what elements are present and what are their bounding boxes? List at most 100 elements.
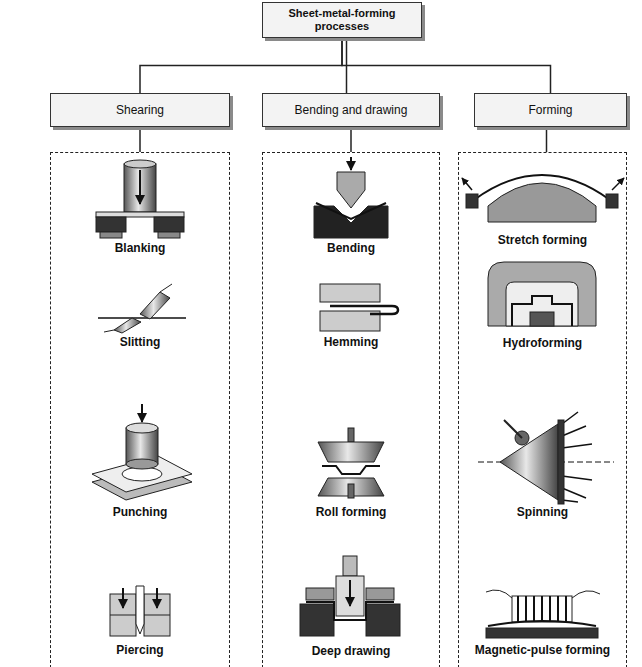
magnetic-pulse-illustration [486, 590, 600, 638]
hydroforming-illustration-part [512, 296, 572, 326]
category-box: Shearing [50, 93, 230, 127]
bending-illustration-part [314, 206, 388, 238]
roll-forming-illustration-part [322, 466, 380, 474]
punching-illustration [92, 404, 192, 500]
hydroforming-illustration-part [506, 282, 578, 326]
deep-drawing-illustration-part [366, 588, 394, 600]
slitting-illustration-part [104, 330, 114, 332]
piercing-illustration-part [156, 588, 158, 608]
magnetic-pulse-illustration-part [518, 596, 566, 622]
category-label: Sheet-metal-forming processes [269, 7, 415, 33]
process-label: Hemming [263, 335, 439, 349]
punching-illustration-part [126, 423, 158, 433]
stretch-forming-illustration-part [462, 178, 472, 190]
slitting-illustration-part [98, 317, 186, 319]
hemming-illustration-part [330, 306, 398, 314]
blanking-illustration-part [124, 164, 156, 212]
roll-forming-illustration-part [318, 442, 384, 462]
stretch-forming-illustration-part [606, 194, 618, 208]
magnetic-pulse-illustration-part [488, 621, 596, 626]
spinning-illustration-part [562, 412, 592, 502]
hydroforming-illustration-part [488, 262, 596, 326]
process-label: Magnetic-pulse forming [459, 643, 626, 657]
stretch-forming-illustration-part [474, 175, 610, 200]
process-label: Spinning [459, 505, 626, 519]
piercing-illustration [110, 586, 170, 636]
roll-forming-illustration-part [348, 428, 354, 442]
blanking-illustration-part [124, 160, 156, 168]
process-region: BlankingSlittingPunchingPiercing [50, 152, 230, 667]
root-box: Sheet-metal-forming processes [262, 2, 422, 38]
process-label: Punching [51, 505, 229, 519]
bending-illustration-part [350, 157, 352, 170]
tree-connector [139, 127, 141, 152]
roll-forming-illustration [318, 428, 384, 498]
slitting-illustration-part [160, 284, 172, 292]
tree-connector [342, 38, 551, 93]
process-label: Hydroforming [459, 336, 626, 350]
blanking-illustration-part [139, 170, 141, 204]
piercing-illustration-part [144, 615, 170, 616]
stretch-forming-illustration-part [612, 178, 624, 190]
magnetic-pulse-illustration-part [486, 628, 598, 638]
hydroforming-illustration [488, 262, 596, 326]
punching-illustration-part [92, 456, 192, 492]
piercing-illustration-part [122, 588, 124, 608]
slitting-illustration [98, 284, 186, 333]
tree-connector [546, 127, 548, 152]
tree-connector [350, 127, 352, 152]
bending-illustration [314, 157, 388, 238]
stretch-forming-illustration-part [466, 194, 478, 208]
piercing-illustration-part [136, 586, 144, 634]
process-region: Stretch formingHydroformingSpinningMagne… [458, 152, 627, 667]
category-box: Bending and drawing [262, 93, 440, 127]
deep-drawing-illustration-part [336, 576, 364, 616]
magnetic-pulse-illustration-part [572, 591, 600, 598]
bending-illustration-part [337, 172, 365, 208]
blanking-illustration [96, 160, 184, 238]
punching-illustration-part [126, 459, 158, 469]
blanking-illustration-part [100, 232, 122, 238]
tree-connector [140, 38, 342, 93]
process-label: Slitting [51, 335, 229, 349]
category-label: Shearing [116, 103, 164, 117]
stretch-forming-illustration [462, 175, 624, 222]
process-label: Bending [263, 241, 439, 255]
slitting-illustration-part [140, 292, 170, 319]
process-label: Deep drawing [263, 644, 439, 658]
category-box: Forming [474, 93, 627, 127]
roll-forming-illustration-part [348, 484, 354, 498]
category-label: Bending and drawing [295, 103, 408, 117]
magnetic-pulse-illustration-part [486, 590, 512, 598]
deep-drawing-illustration-part [366, 604, 400, 636]
process-label: Blanking [51, 241, 229, 255]
deep-drawing-illustration-part [300, 604, 334, 636]
blanking-illustration-part [154, 217, 184, 232]
slitting-illustration-part [114, 318, 141, 333]
process-region: BendingHemmingRoll formingDeep drawing [262, 152, 440, 667]
process-label: Stretch forming [459, 233, 626, 247]
spinning-illustration [478, 412, 614, 504]
bending-illustration-part [316, 203, 386, 219]
stretch-forming-illustration-part [488, 183, 596, 222]
piercing-illustration-part [110, 615, 136, 616]
deep-drawing-illustration-part [306, 602, 394, 620]
punching-illustration-part [141, 404, 143, 422]
deep-drawing-illustration [300, 556, 400, 636]
process-label: Roll forming [263, 505, 439, 519]
deep-drawing-illustration-part [349, 580, 351, 606]
hydroforming-illustration-part [530, 312, 554, 326]
blanking-illustration-part [96, 217, 126, 232]
deep-drawing-illustration-part [306, 588, 334, 600]
hemming-illustration [320, 284, 398, 331]
magnetic-pulse-illustration-part [512, 596, 572, 622]
blanking-illustration-part [158, 232, 180, 238]
spinning-illustration-part [558, 420, 564, 504]
hemming-illustration-part [320, 284, 380, 302]
spinning-illustration-part [504, 420, 522, 438]
blanking-illustration-part [96, 212, 184, 217]
deep-drawing-illustration-part [343, 556, 357, 576]
category-label: Forming [528, 103, 572, 117]
spinning-illustration-part [500, 424, 558, 500]
